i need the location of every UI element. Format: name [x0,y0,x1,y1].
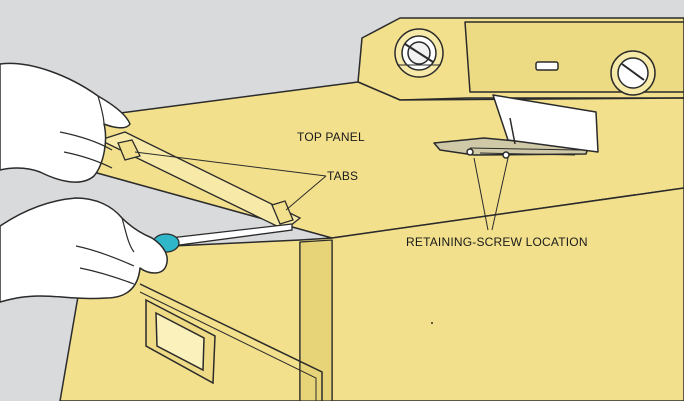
cycle-dial-icon [610,50,656,96]
screw-icon [502,151,510,159]
cabinet-front [59,187,684,401]
screwdriver-icon [152,223,293,253]
screw-icon [466,148,474,156]
top-panel-edge-strip [98,131,302,231]
top-panel-label: TOP PANEL [297,130,365,144]
tabs-label: TABS [327,169,359,183]
speck [431,322,433,324]
upper-hand-fingers [59,95,113,169]
callout-lines [134,151,509,231]
switch-icon [535,61,559,71]
tab-left [117,139,141,161]
timer-dial-icon [394,28,444,78]
upper-hand-icon [0,62,131,183]
lower-hand-icon [0,197,168,303]
filter-lid [433,94,599,159]
door-outline [139,283,323,401]
retaining-screw-label: RETAINING-SCREW LOCATION [406,235,588,249]
control-console [357,17,684,101]
lower-hand-fingers [75,217,135,285]
cabinet-corner-bevel [299,239,333,401]
tab-right [271,200,294,225]
door-outline-inner [139,291,317,401]
door-handle [145,298,216,385]
